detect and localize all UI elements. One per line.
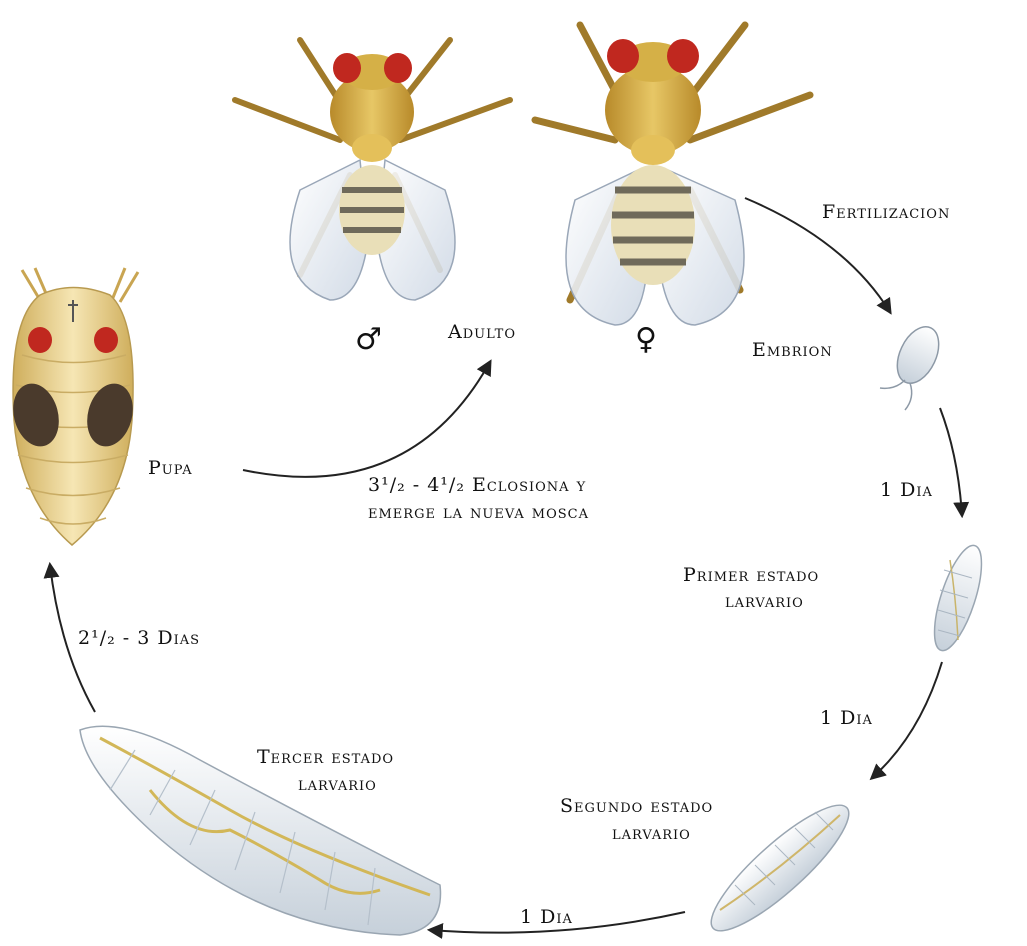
label-adult: Adulto — [448, 320, 516, 344]
pupa-illustration — [6, 268, 139, 545]
label-days-third-to-pupa: 2¹/₂ - 3 Dias — [78, 626, 200, 650]
label-first-larva-line2: larvario — [725, 589, 804, 613]
arrow-embryo-to-first — [940, 408, 962, 515]
first-larva-illustration — [925, 540, 991, 655]
label-eclosion-line1: 3¹/₂ - 4¹/₂ Eclosiona y — [368, 473, 586, 497]
label-first-larva-line1: Primer estado — [683, 563, 819, 587]
label-day-first-to-second: 1 Dia — [820, 706, 873, 730]
arrow-pupa-to-adult — [243, 362, 490, 477]
label-eclosion-line2: emerge la nueva mosca — [368, 500, 589, 524]
label-third-larva-line2: larvario — [298, 772, 377, 796]
female-symbol-icon: ♀ — [635, 325, 657, 355]
label-day-embryo-to-first: 1 Dia — [880, 478, 933, 502]
male-fly-illustration — [235, 40, 510, 300]
label-third-larva-line1: Tercer estado — [257, 745, 394, 769]
arrow-first-to-second — [872, 662, 942, 778]
label-second-larva-line1: Segundo estado — [560, 794, 713, 818]
label-fertilization: Fertilizacion — [822, 200, 950, 224]
label-day-second-to-third: 1 Dia — [520, 905, 573, 929]
second-larva-illustration — [697, 790, 863, 946]
label-pupa: Pupa — [148, 456, 193, 480]
embryo-illustration — [880, 320, 947, 410]
male-symbol-icon: ♂ — [355, 325, 382, 355]
label-embryo: Embrion — [752, 338, 833, 362]
female-fly-illustration — [535, 25, 810, 325]
label-second-larva-line2: larvario — [612, 821, 691, 845]
